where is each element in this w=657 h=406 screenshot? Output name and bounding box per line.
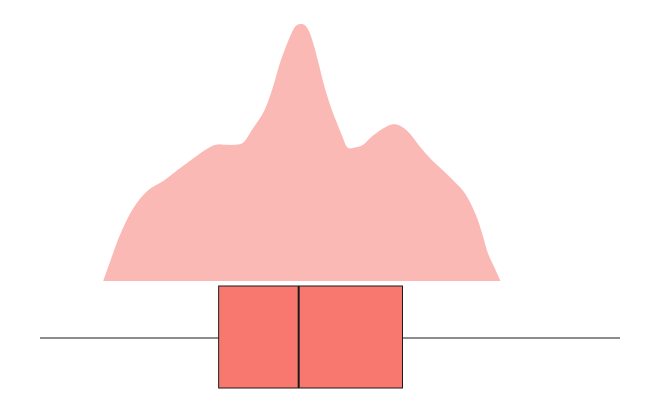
density-area (103, 24, 501, 281)
interquartile-box (218, 285, 403, 389)
density-layer (103, 24, 501, 281)
boxplot-layer (40, 285, 620, 389)
